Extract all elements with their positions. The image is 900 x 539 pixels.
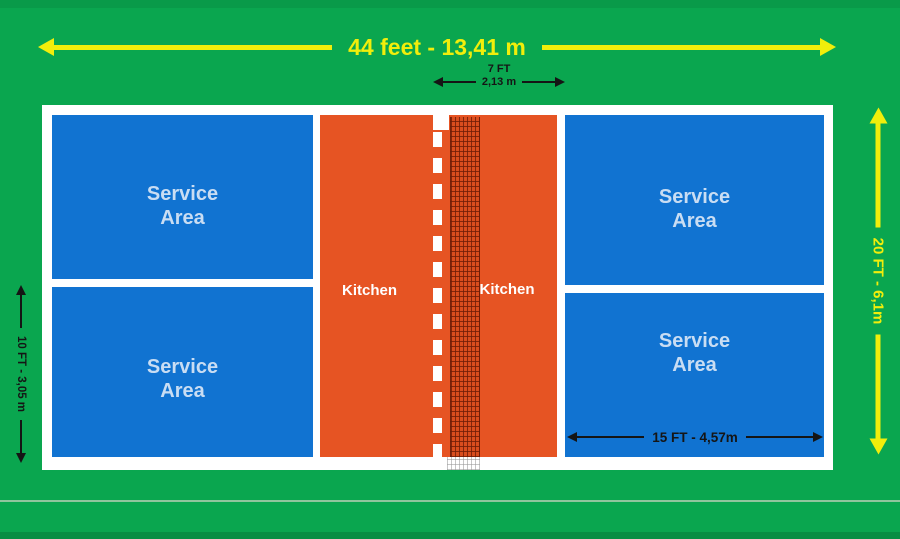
net-mesh xyxy=(450,117,480,457)
arrowhead-right-icon xyxy=(820,38,836,56)
arrowhead-left-icon xyxy=(38,38,54,56)
arrowhead-down-icon xyxy=(869,438,888,455)
service-area-label-line2: Area xyxy=(160,207,205,229)
kitchen-label-right: Kitchen xyxy=(479,281,535,298)
court-length-arrow: 44 feet - 13,41 m xyxy=(38,29,836,65)
kitchen-label-left: Kitchen xyxy=(341,282,397,299)
service-area-bottom-right: Service Area xyxy=(565,293,824,457)
arrowhead-right-icon xyxy=(813,432,824,442)
arrow-line xyxy=(876,334,881,439)
kitchen-width-arrow-line: 2,13 m xyxy=(433,76,565,88)
background-top-shade xyxy=(0,0,900,8)
service-area-label-line2: Area xyxy=(672,210,717,232)
service-area-label-line1: Service xyxy=(146,356,219,378)
service-area-label-line1: Service xyxy=(146,183,219,205)
service-width-label: 15 FT - 4,57m xyxy=(652,429,738,445)
service-area-label: Service Area xyxy=(147,355,218,403)
arrow-line xyxy=(745,436,814,438)
service-depth-label: 10 FT - 3,05 m xyxy=(15,335,27,413)
arrow-line xyxy=(54,44,333,50)
service-area-label-line1: Service xyxy=(658,330,731,352)
center-line-top-dash xyxy=(433,115,449,130)
kitchen-width-meters-label: 2,13 m xyxy=(481,76,517,88)
arrowhead-right-icon xyxy=(555,77,565,87)
arrow-line xyxy=(20,295,22,328)
arrow-line xyxy=(876,123,881,228)
court-length-label: 44 feet - 13,41 m xyxy=(348,33,526,60)
service-area-top-right: Service Area xyxy=(565,115,824,285)
court-width-arrow: 20 FT - 6,1m xyxy=(868,107,890,455)
net-mesh-overhang xyxy=(447,457,480,470)
arrowhead-up-icon xyxy=(16,285,26,295)
arrowhead-up-icon xyxy=(869,107,888,124)
arrow-line xyxy=(443,81,476,83)
arrow-line xyxy=(522,81,555,83)
service-area-label-line2: Area xyxy=(160,380,205,402)
background-divider-line xyxy=(0,500,900,502)
arrowhead-down-icon xyxy=(16,453,26,463)
service-depth-arrow: 10 FT - 3,05 m xyxy=(10,285,32,463)
service-area-top-left: Service Area xyxy=(52,115,313,279)
service-area-label-line1: Service xyxy=(658,186,731,208)
kitchen-width-arrow: 7 FT 2,13 m xyxy=(433,63,565,88)
service-width-arrow: 15 FT - 4,57m xyxy=(567,429,824,445)
arrow-line xyxy=(577,436,645,438)
arrowhead-left-icon xyxy=(433,77,443,87)
center-dashed-line xyxy=(433,132,442,457)
court-width-label: 20 FT - 6,1m xyxy=(870,237,887,325)
service-area-label-line2: Area xyxy=(672,354,717,376)
service-area-bottom-left: Service Area xyxy=(52,287,313,457)
service-area-label: Service Area xyxy=(147,182,218,230)
background-bottom-shade xyxy=(0,532,900,539)
service-area-label: Service Area xyxy=(659,329,730,377)
arrow-line xyxy=(541,44,820,50)
arrowhead-left-icon xyxy=(567,432,577,442)
service-area-label: Service Area xyxy=(659,185,730,233)
arrow-line xyxy=(20,420,22,453)
kitchen-width-feet-label: 7 FT xyxy=(487,63,511,75)
